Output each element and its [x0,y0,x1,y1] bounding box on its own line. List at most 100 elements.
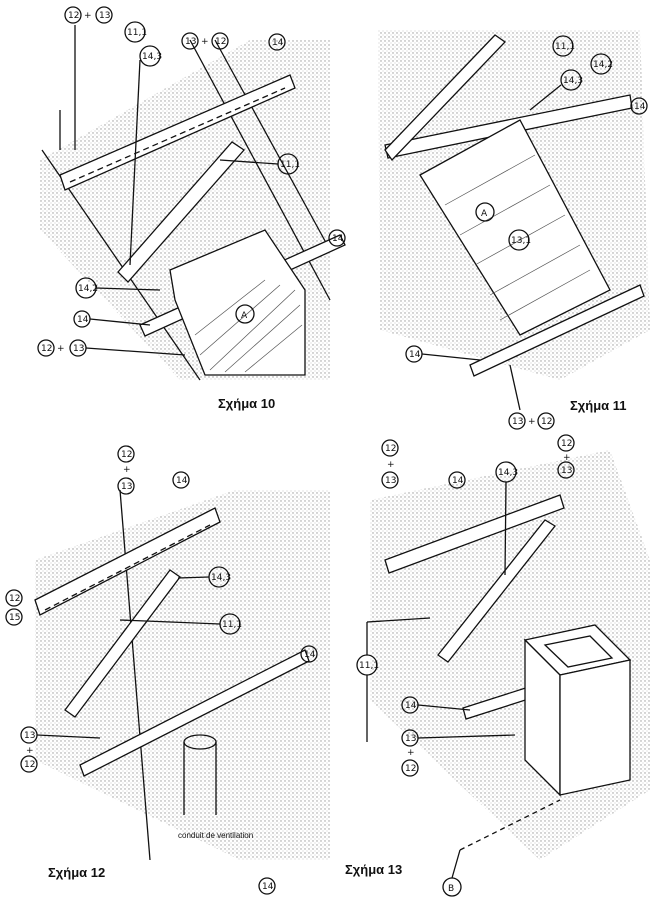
svg-text:14: 14 [405,701,417,711]
svg-text:+: + [387,460,395,470]
svg-text:+: + [123,465,131,475]
svg-text:12: 12 [9,594,20,604]
hatch-11 [444,154,591,321]
callout-11-11-1: 11,1 [552,35,575,57]
callout-11-13-1: 13,1 [508,229,531,251]
figure-11: 11,1 14,3 14,2 14 13,1 14 13 + 12 A Σχήμ… [378,30,650,430]
ventilation-note: conduit de ventilation [178,831,253,840]
batten-14-lower-12 [79,649,310,777]
svg-text:14: 14 [176,476,188,486]
callout-12-11-1: 11,1 [119,613,242,635]
figure-12: 12 + 13 14 14,3 11,1 12 15 14 13 + 12 [5,445,330,895]
callout-10-14-right: 14 [328,229,346,247]
svg-text:12: 12 [561,439,572,449]
svg-text:13: 13 [24,731,35,741]
callout-11-14-3: 14,3 [529,69,583,111]
svg-text:14: 14 [332,234,344,244]
callout-12-14-3: 14,3 [177,566,231,588]
svg-text:12: 12 [405,764,416,774]
marker-b-13: B [442,799,561,897]
svg-text:13: 13 [121,482,132,492]
callout-10-11-1-top: 11,1 [124,21,147,43]
batten-14-top-13 [384,494,565,574]
svg-text:A: A [481,209,488,219]
svg-text:11,1: 11,1 [222,620,242,630]
svg-text:12: 12 [385,444,396,454]
svg-text:13: 13 [73,344,84,354]
svg-text:14: 14 [409,350,421,360]
figure-10: 12 + 13 11,1 14,3 13 + 12 14 11,1 14 14,… [37,6,346,411]
callout-11-14-left: 14 [405,345,481,363]
svg-text:11,1: 11,1 [555,42,575,52]
callout-10-14-top: 14 [268,33,286,51]
caption-figure-11: Σχήμα 11 [570,398,627,413]
svg-text:11,1: 11,1 [127,28,147,38]
caption-figure-12: Σχήμα 12 [48,865,105,880]
svg-text:12: 12 [215,37,226,47]
svg-text:14,3: 14,3 [498,468,518,478]
caption-figure-13: Σχήμα 13 [345,862,402,877]
svg-text:+: + [407,748,415,758]
svg-text:14,2: 14,2 [593,60,613,70]
svg-text:13: 13 [561,466,572,476]
svg-text:+: + [57,344,65,354]
svg-text:14: 14 [272,38,284,48]
svg-text:+: + [84,11,92,21]
svg-text:14,2: 14,2 [78,284,98,294]
callout-10-14-2: 14,2 [75,277,161,299]
svg-text:12: 12 [68,11,79,21]
svg-text:+: + [563,453,571,463]
roof-surface-12 [35,490,330,860]
callout-10-13-12: 13 + 12 [181,32,229,50]
callout-12-top: 12 + 13 [117,445,135,495]
callout-13-14-3: 14,3 [495,461,518,576]
callout-13-right-top: 12 + 13 [557,434,575,479]
svg-text:12: 12 [541,417,552,427]
svg-text:12: 12 [41,344,52,354]
rafter-12 [64,569,181,718]
callout-10-11-1-right: 11,1 [219,153,300,175]
hatch-10 [194,279,303,373]
svg-text:B: B [448,884,454,894]
svg-text:15: 15 [9,613,20,623]
callout-10-14-left: 14 [73,310,151,328]
svg-text:13: 13 [185,37,196,47]
svg-text:12: 12 [24,760,35,770]
callout-13-13-12: 13 + 12 [401,729,516,777]
svg-text:13: 13 [512,417,523,427]
svg-text:+: + [201,37,209,47]
svg-text:14: 14 [262,882,274,892]
svg-text:14: 14 [304,650,316,660]
rafter-11 [384,34,506,162]
callout-10-14-3: 14,3 [129,45,162,266]
svg-text:A: A [241,311,248,321]
callout-13-14-top: 14 [448,471,466,489]
callout-11-13-12: 13 + 12 [508,412,555,430]
callout-10-12-13-left: 12 + 13 [37,339,186,357]
opening-frame-11 [419,119,611,336]
callout-12-14-top: 14 [172,471,190,489]
svg-text:+: + [26,746,34,756]
svg-text:12: 12 [121,450,132,460]
svg-text:13: 13 [385,476,396,486]
callout-12-left: 12 15 [5,589,23,626]
svg-text:14,3: 14,3 [142,52,162,62]
callout-10-12-13-top: 12 + 13 [64,6,113,24]
callout-13-left-top: 12 + 13 [381,439,399,489]
callout-12-14-right: 14 [300,645,318,663]
svg-text:14: 14 [634,102,646,112]
figure-13: 12 + 13 14 14,3 12 + 13 11,1 14 13 + [345,434,650,897]
chimney [523,624,632,797]
marker-a-11: A [475,202,495,222]
callout-12-13-12: 13 + 12 [20,726,101,773]
opening-frame-10 [169,229,306,376]
rafter-11-1 [117,141,245,283]
svg-text:14,3: 14,3 [563,76,583,86]
batten-14-top-12 [34,507,221,616]
rafter-13 [437,519,556,663]
svg-text:13: 13 [99,11,110,21]
callout-11-14-2: 14,2 [590,53,613,75]
caption-figure-10: Σχήμα 10 [218,396,275,411]
svg-text:11,1: 11,1 [280,160,300,170]
